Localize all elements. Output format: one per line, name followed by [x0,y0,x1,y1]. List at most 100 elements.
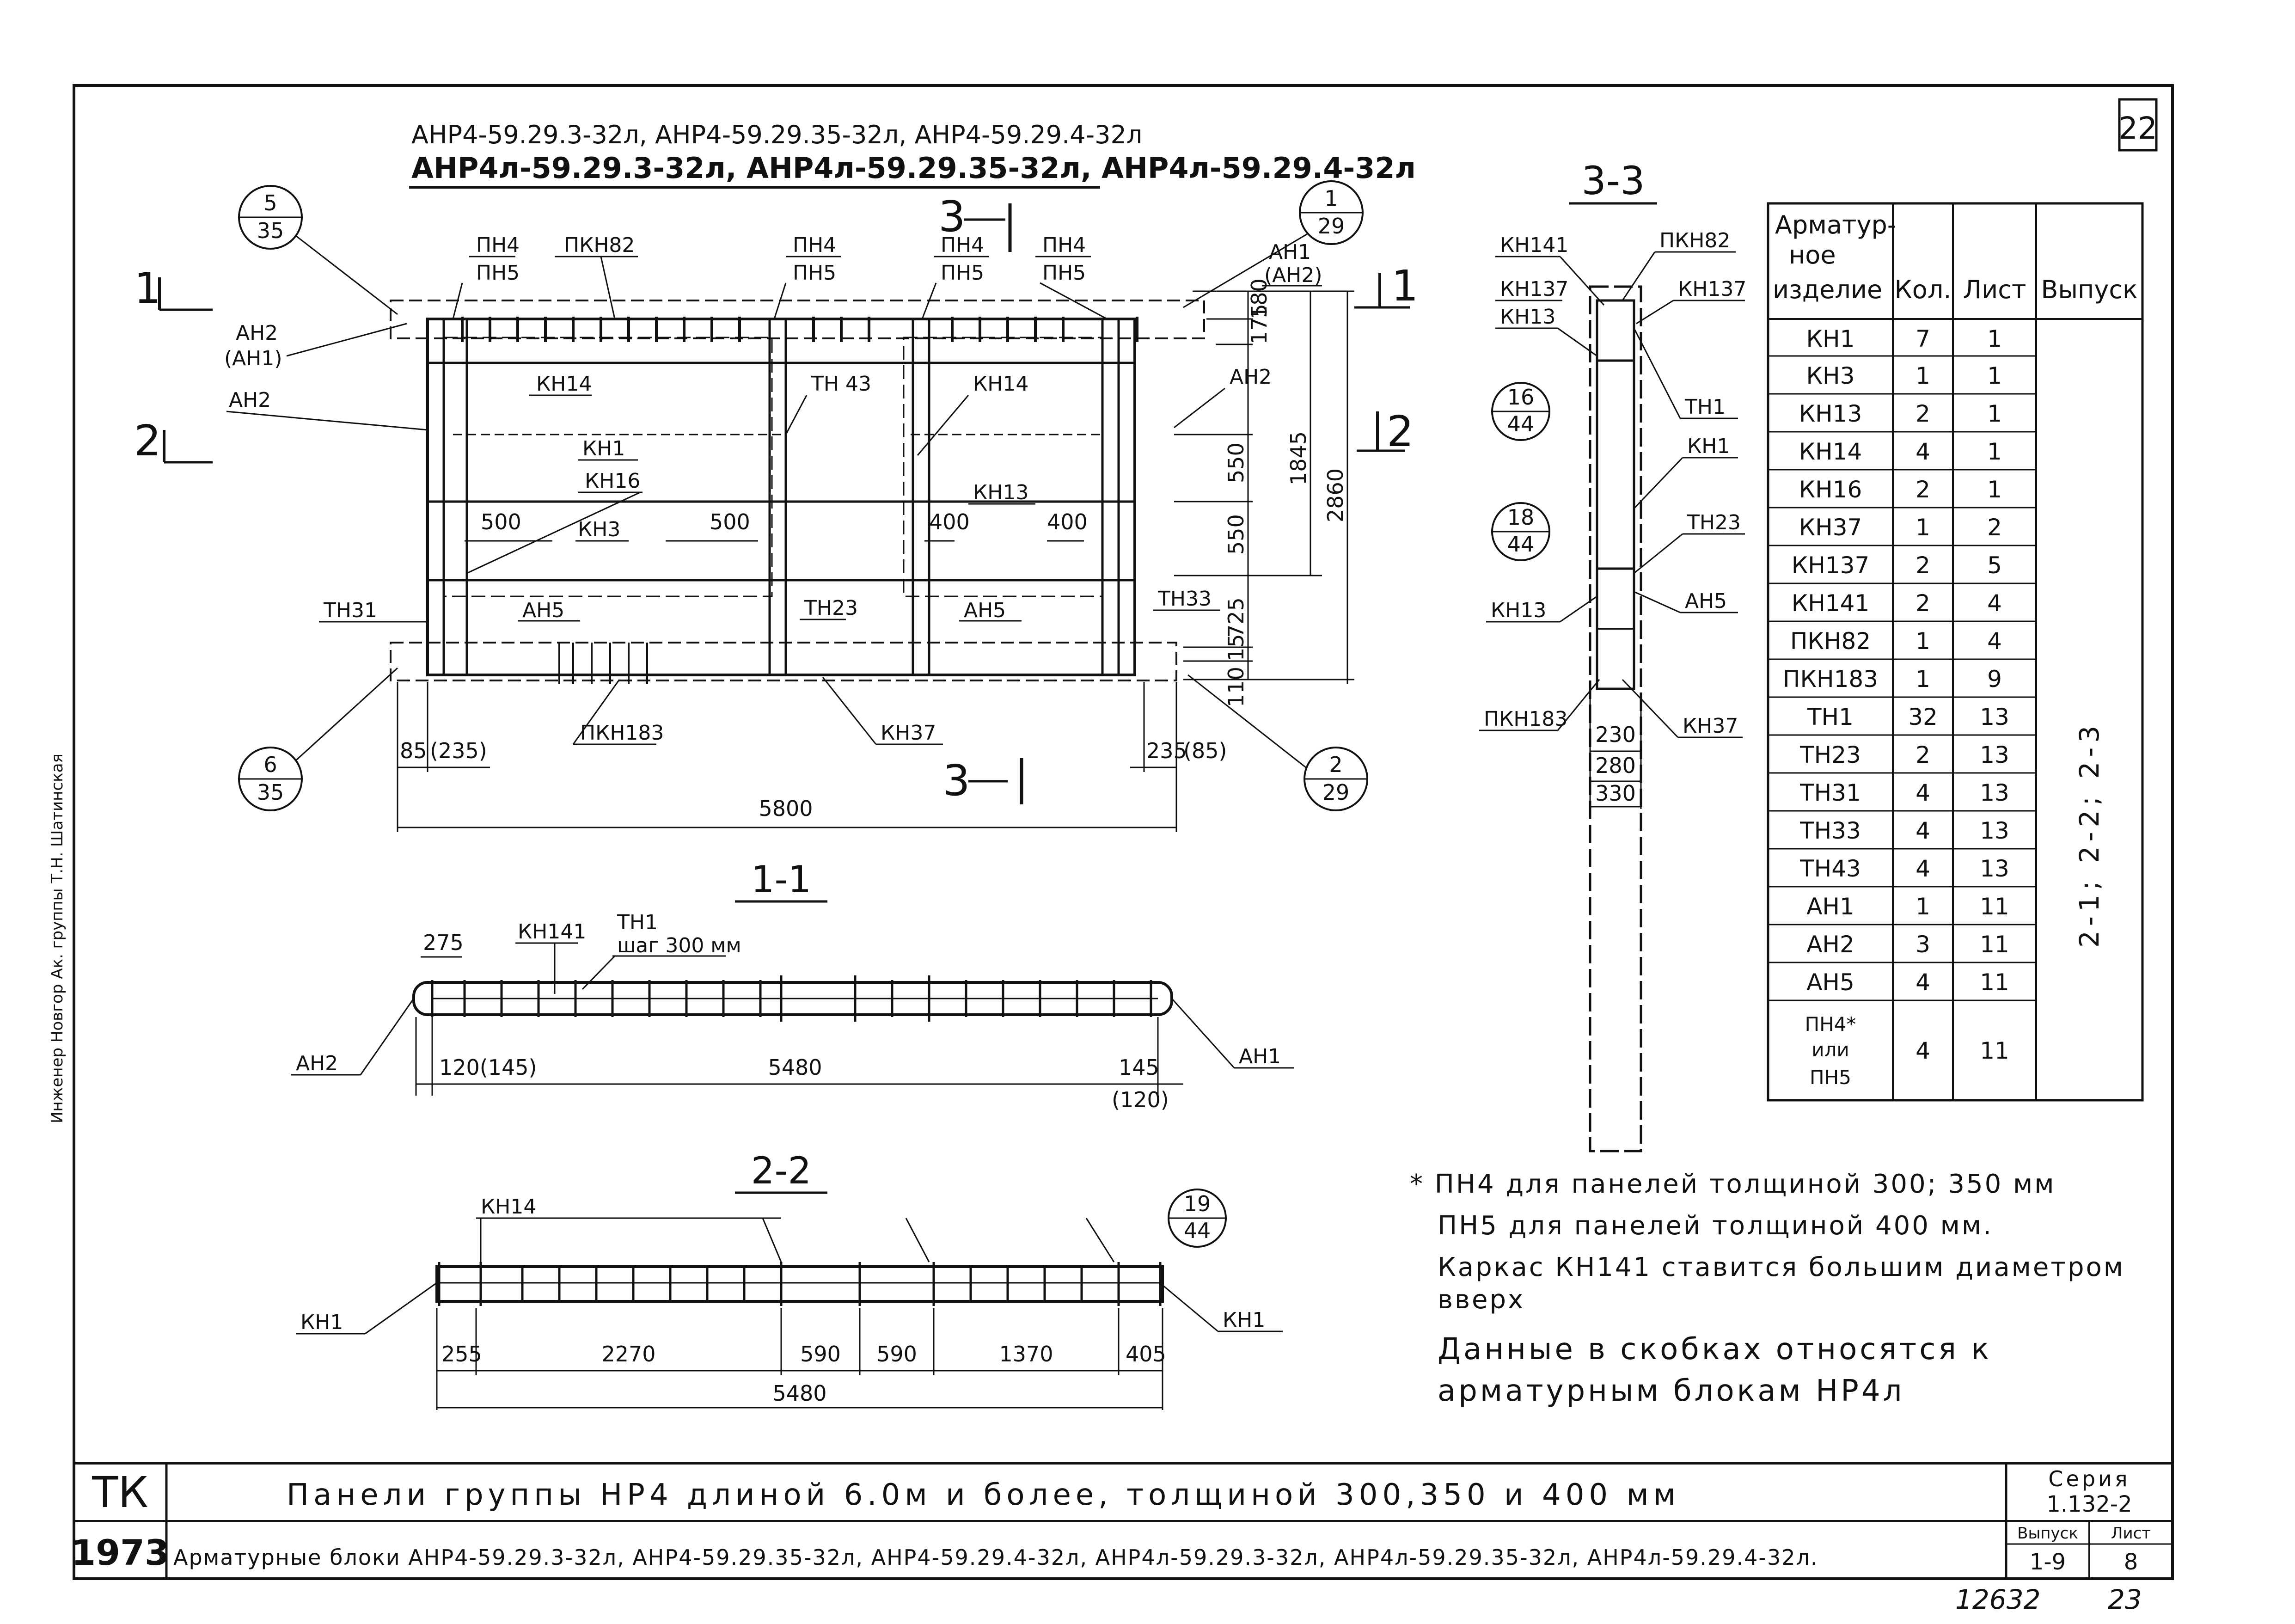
dim-500: 500 [710,509,750,534]
section-title-2-2: 2-2 [751,1149,812,1192]
spec-row-sheet: 4 [1987,628,2002,655]
spec-row-item: КН16 [1799,476,1862,503]
callout-num: 18 [1507,505,1535,530]
dim-1845: 1845 [1286,431,1311,485]
label-pkn183: ПКН183 [580,721,664,745]
spec-row-qty: 2 [1916,552,1930,579]
callout-6-35: 6 35 [238,667,398,811]
section-mark-label: 2 [134,416,161,466]
callout-den: 29 [1318,214,1345,239]
label-pkn82: ПКН82 [564,233,635,257]
series-value: 1.132-2 [2046,1491,2132,1517]
spec-row-sheet: 11 [1980,969,2009,996]
main-dimensions: 500 500 400 400 180 175 550 550 725 15 1… [397,278,1354,832]
section-mark-2-left: 2 [134,416,213,466]
spec-row-qty: 1 [1916,362,1930,389]
spec-row-item: АН5 [1806,969,1854,996]
label-tn1: ТН1 [1684,395,1726,419]
label-pn5: ПН5 [1042,261,1086,285]
spec-row-sheet: 1 [1987,362,2002,389]
spec-row-item: КН37 [1799,514,1862,541]
spec-row-sheet: 1 [1987,438,2002,465]
dim-120-paren: (120) [1112,1087,1169,1112]
spec-header-sheet: Лист [1963,275,2026,304]
spec-row-item: ТН31 [1799,779,1861,806]
label-kn1: КН1 [582,437,625,460]
issue-value: 1-9 [2030,1549,2066,1575]
main-elevation [390,300,1205,684]
label-kn16: КН16 [585,469,640,493]
margin-stamp: Инженер Новгор Ак. группы Т.Н. Шатинская [48,754,67,1123]
callout-2-29: 2 29 [1187,674,1368,811]
dim-145: 145 [1119,1055,1159,1080]
dim-590: 590 [876,1342,917,1367]
label-an2: АН2 [229,388,271,412]
label-an5: АН5 [522,599,564,622]
dim-590: 590 [800,1342,841,1367]
dim-15: 15 [1224,634,1248,661]
note-4: вверх [1438,1285,1525,1315]
dim-180: 180 [1247,278,1272,319]
label-pn5: ПН5 [793,261,836,285]
spec-row-qty: 1 [1916,628,1930,655]
section-title-3-3: 3-3 [1581,158,1645,203]
label-tn31: ТН31 [323,599,377,622]
label-kn137: КН137 [1500,277,1568,301]
spec-row-sheet: 1 [1987,400,2002,427]
note-5: Данные в скобках относятся к [1438,1332,1992,1367]
dim-85-paren: (85) [1183,738,1227,763]
dim-235: 235 [1146,738,1187,763]
label-pn4: ПН4 [941,233,984,257]
dim-175: 175 [1247,304,1272,344]
callout-16-44: 16 44 [1491,382,1550,441]
dim-120-145: 120(145) [439,1055,537,1080]
spec-row-qty: 2 [1916,400,1930,427]
callout-den: 29 [1322,780,1350,805]
callout-den: 35 [257,218,284,243]
section-mark-label: 1 [1391,261,1419,311]
spec-row-sheet: 1 [1987,325,2002,352]
spec-row-item: КН141 [1792,590,1870,617]
dim-550: 550 [1224,514,1248,555]
section-1-1: 1-1 КН141 ТН1 шаг 300 мм АН2 АН1 [291,858,1294,1112]
section-title-1-1: 1-1 [751,858,812,901]
spec-row-qty: 4 [1916,969,1930,996]
dim-275: 275 [423,930,464,955]
dim-235-paren: (235) [430,738,487,763]
label-kn137: КН137 [1678,277,1746,301]
dim-280: 280 [1595,753,1636,778]
spec-row-item: ПН5 [1810,1066,1851,1089]
label-pkn82: ПКН82 [1659,229,1730,252]
label-kn1: КН1 [300,1311,343,1334]
label-kn14: КН14 [536,372,592,396]
label-step: шаг 300 мм [617,934,741,957]
spec-row-sheet: 2 [1987,514,2002,541]
label-kn37: КН37 [1683,714,1738,738]
section-mark-3-top: 3 [938,192,1012,252]
drawing-title-1: Панели группы НР4 длиной 6.0м и более, т… [287,1478,1680,1512]
label-an2: АН2 [1230,365,1272,389]
spec-row-qty: 32 [1908,704,1938,730]
callout-num: 2 [1329,752,1342,777]
note-6: арматурным блокам НР4л [1438,1374,1905,1408]
label-kn13: КН13 [1500,305,1555,329]
spec-row-sheet: 13 [1980,742,2009,768]
dim-5800: 5800 [759,796,813,821]
spec-row-qty: 4 [1916,438,1930,465]
spec-row-qty: 4 [1916,779,1930,806]
title-line-2: АНР4л-59.29.3-32л, АНР4л-59.29.35-32л, А… [411,151,1416,185]
label-an5: АН5 [1685,589,1727,613]
label-kn1: КН1 [1687,435,1730,458]
org-code: ТК [92,1468,148,1517]
dim-400: 400 [929,509,970,534]
label-tn1: ТН1 [617,911,658,934]
dim-85: 85 [400,738,427,763]
label-kn37: КН37 [881,721,936,745]
spec-row-sheet: 11 [1980,931,2009,958]
label-tn23: ТН23 [1687,511,1741,534]
spec-row-item: АН2 [1806,931,1854,958]
notes: * ПН4 для панелей толщиной 300; 350 мм П… [1410,1169,2123,1408]
label-an1: АН1 [1239,1045,1281,1068]
label-pkn183: ПКН183 [1484,707,1567,731]
